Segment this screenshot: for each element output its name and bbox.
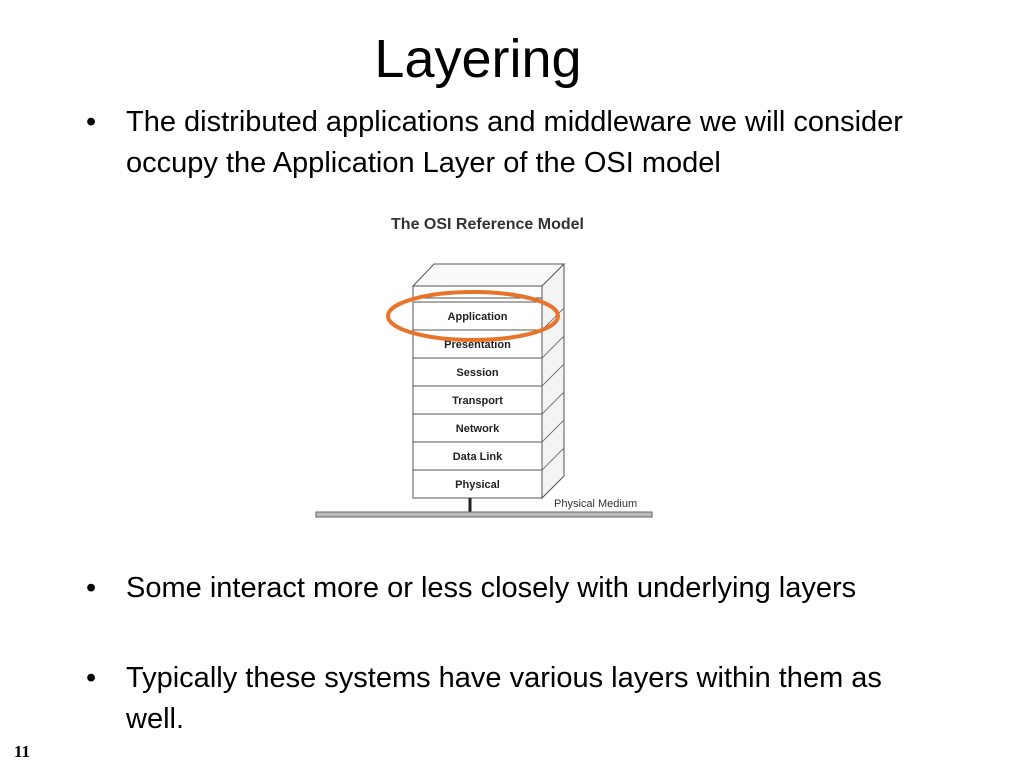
osi-layer-label-application: Application	[448, 311, 508, 323]
page-number: 11	[14, 742, 31, 761]
bullet-item-3: • Typically these systems have various l…	[84, 658, 914, 740]
physical-medium-cable	[315, 511, 653, 518]
bullet-text-3: Typically these systems have various lay…	[126, 662, 882, 735]
figure-title: The OSI Reference Model	[391, 216, 584, 233]
osi-layer-label-physical: Physical	[455, 479, 500, 491]
medium-label: Physical Medium	[554, 498, 637, 510]
application-highlight-ellipse	[386, 290, 560, 342]
bullet-item-1: • The distributed applications and middl…	[84, 102, 914, 184]
bullet-text-1: The distributed applications and middlew…	[126, 106, 903, 179]
osi-layer-box-network	[412, 413, 543, 443]
bullet-marker: •	[86, 572, 97, 604]
bullet-text-2: Some interact more or less closely with …	[126, 572, 857, 604]
stack-side-face	[541, 262, 565, 500]
osi-layer-label-transport: Transport	[452, 395, 503, 407]
osi-layer-box-presentation	[412, 329, 543, 359]
bullet-marker: •	[86, 662, 97, 694]
osi-layer-box-data-link	[412, 441, 543, 471]
osi-stack-diagram: ApplicationPresentationSessionTransportN…	[315, 262, 653, 518]
osi-layers: ApplicationPresentationSessionTransportN…	[412, 301, 543, 499]
stack-top-face	[411, 263, 565, 287]
osi-layer-box-transport	[412, 385, 543, 415]
bullet-marker: •	[86, 106, 97, 138]
osi-layer-label-session: Session	[456, 367, 498, 379]
osi-layer-box-application	[412, 301, 543, 331]
osi-layer-box-session	[412, 357, 543, 387]
slide-title: Layering	[374, 29, 582, 89]
stack-side-lines	[541, 307, 565, 471]
osi-layer-label-network: Network	[456, 423, 500, 435]
osi-layer-label-presentation: Presentation	[444, 339, 511, 351]
bullet-item-2: • Some interact more or less closely wit…	[84, 568, 914, 609]
osi-layer-label-data-link: Data Link	[453, 451, 503, 463]
osi-layer-box-physical	[412, 469, 543, 499]
